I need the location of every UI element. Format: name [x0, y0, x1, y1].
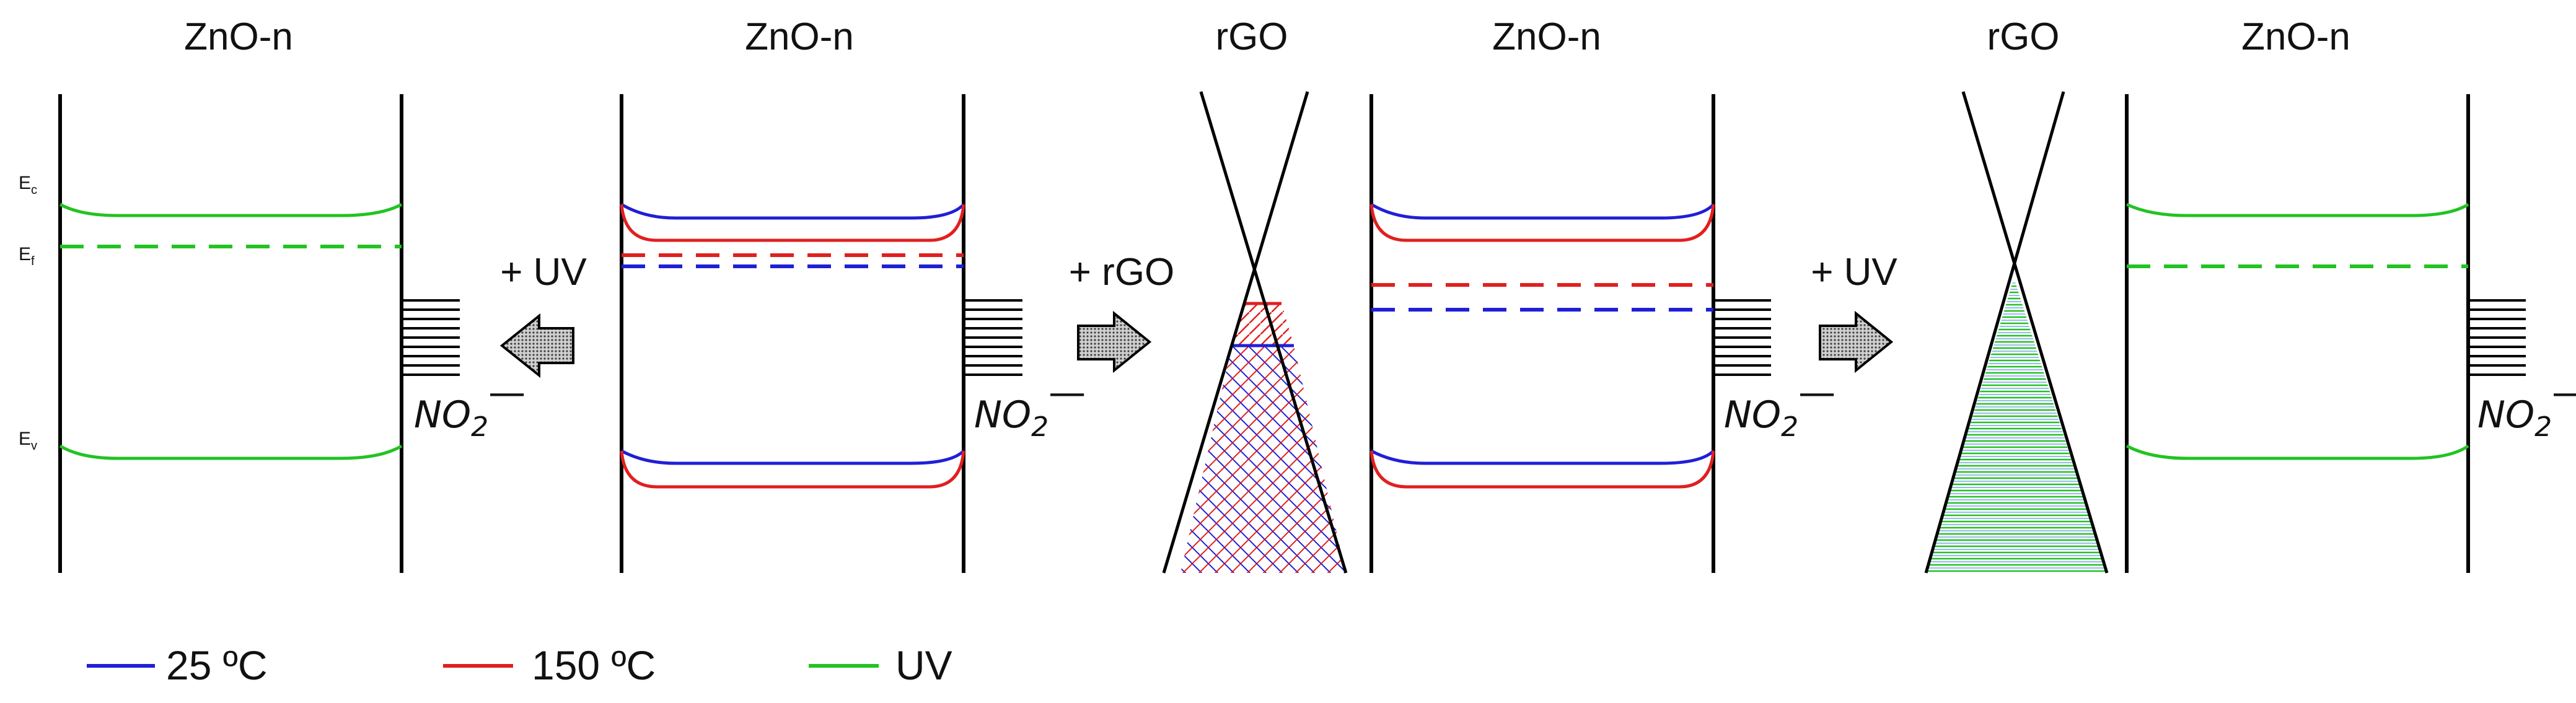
adsorbate-label: NO2—: [974, 371, 1086, 443]
legend-label: UV: [895, 642, 952, 688]
arrow-uv-left: + UV: [499, 251, 587, 378]
adsorbate-label: NO2—: [2477, 371, 2576, 443]
conduction-band-uv: [59, 203, 403, 217]
dirac-cone-line: [1924, 91, 2065, 574]
valence-band-25c: [1370, 449, 1715, 465]
conduction-band-150c: [1369, 204, 1715, 242]
panel-title: ZnO-n: [745, 15, 854, 58]
surface-states: [402, 299, 460, 376]
panel-5: rGO: [1924, 15, 2109, 574]
filled-states-150c: [1232, 303, 1294, 346]
dirac-cone-line: [1199, 91, 1348, 574]
panel-3: rGO: [1162, 15, 1348, 574]
arrow-label: + rGO: [1069, 251, 1175, 294]
arrow-right-icon: [1819, 310, 1894, 373]
ec-label: Ec: [19, 173, 37, 197]
valence-band-uv: [59, 444, 403, 460]
filled-states-25c: [1180, 346, 1346, 573]
conduction-band-25c: [1370, 203, 1715, 220]
ef-label: Ef: [19, 244, 35, 268]
surface-states: [964, 299, 1022, 376]
panel-1: ZnO-n Ec Ef Ev NO2—: [19, 15, 525, 573]
legend-item-uv: UV: [809, 642, 952, 688]
arrow-right-icon: [1077, 310, 1152, 373]
adsorbate-label: NO2—: [414, 371, 525, 443]
arrow-uv-right: + UV: [1811, 251, 1897, 373]
adsorbate-label: NO2—: [1724, 371, 1835, 443]
valence-band-150c: [620, 450, 965, 489]
legend: 25 ºC 150 ºC UV: [87, 642, 952, 688]
panel-6: ZnO-n NO2—: [2125, 15, 2576, 573]
arrow-left-icon: [499, 313, 574, 378]
filled-states-uv: [1926, 282, 2107, 573]
legend-label: 150 ºC: [532, 642, 656, 688]
legend-item-25c: 25 ºC: [87, 642, 268, 688]
panel-title: ZnO-n: [1492, 15, 1601, 58]
valence-band-25c: [620, 449, 965, 465]
panel-2: ZnO-n NO2—: [620, 15, 1086, 573]
panel-4: ZnO-n NO2—: [1369, 15, 1835, 573]
surface-states: [1713, 299, 1771, 376]
arrow-rgo-right: + rGO: [1069, 251, 1175, 373]
surface-states: [2468, 299, 2526, 376]
conduction-band-150c: [620, 204, 965, 242]
arrow-label: + UV: [500, 251, 587, 294]
valence-band-uv: [2125, 444, 2469, 460]
valence-band-150c: [1369, 450, 1715, 489]
panel-title: rGO: [1987, 15, 2059, 58]
legend-item-150c: 150 ºC: [443, 642, 656, 688]
dirac-cone-line: [1162, 91, 1309, 574]
arrow-label: + UV: [1811, 251, 1897, 294]
dirac-cone-line: [1961, 91, 2109, 574]
conduction-band-uv: [2125, 203, 2469, 217]
ev-label: Ev: [19, 429, 37, 453]
panel-title: rGO: [1215, 15, 1288, 58]
panel-title: ZnO-n: [184, 15, 293, 58]
panel-title: ZnO-n: [2241, 15, 2350, 58]
legend-label: 25 ºC: [166, 642, 268, 688]
conduction-band-25c: [620, 203, 965, 220]
